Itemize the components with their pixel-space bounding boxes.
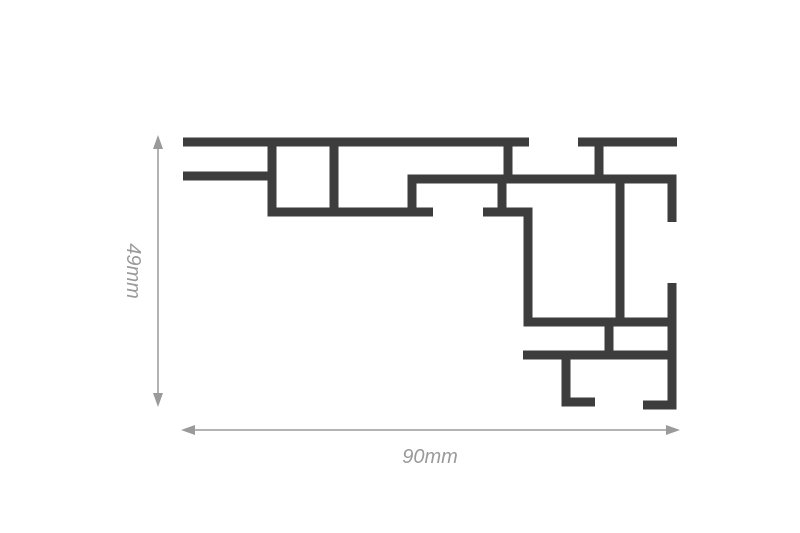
profile-inner-body [483, 207, 672, 327]
arrowhead-right-icon [666, 425, 680, 435]
height-dimension-label: 49mm [122, 243, 144, 299]
width-dimension-line [181, 425, 680, 435]
profile-bottom-foot [561, 355, 595, 407]
profile-middle-step [407, 142, 513, 212]
height-dimension-line [153, 135, 163, 407]
width-dimension-label: 90mm [402, 446, 458, 468]
aluminium-profile-section [183, 137, 677, 410]
profile-upper-rail [508, 174, 677, 222]
profile-left-chamber [267, 142, 433, 217]
arrowhead-left-icon [181, 425, 195, 435]
arrowhead-up-icon [153, 135, 163, 149]
profile-right-lower-wall [643, 283, 677, 410]
arrowhead-down-icon [153, 393, 163, 407]
